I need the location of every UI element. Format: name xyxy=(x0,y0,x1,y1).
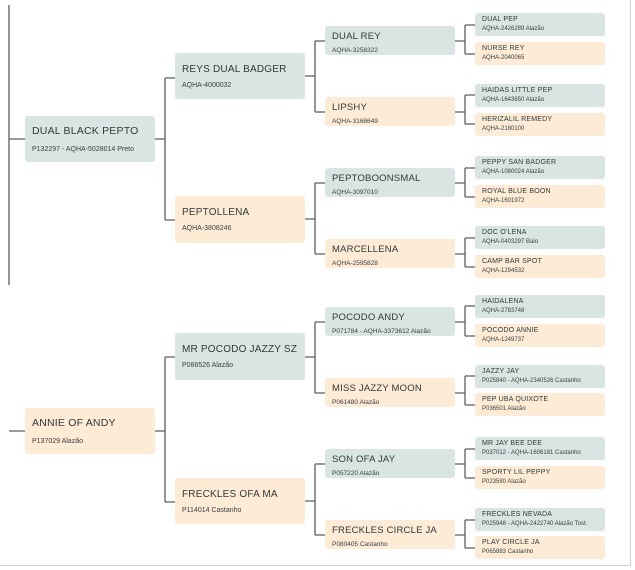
horse-name: SON OFA JAY xyxy=(332,454,396,465)
horse-registration: P114014 Castanho xyxy=(182,507,242,514)
horse-sire-sire[interactable]: REYS DUAL BADGER AQHA-4000032 xyxy=(175,53,305,99)
horse-registration: P037012 - AQHA-1606181 Castanho xyxy=(482,450,581,456)
horse-name: PLAY CIRCLE JA xyxy=(482,539,540,546)
horse-registration: AQHA-1080024 Alazão xyxy=(482,169,545,175)
horse-name: FRECKLES CIRCLE JA xyxy=(332,525,437,536)
horse-ssd[interactable]: LIPSHY AQHA-3168649 xyxy=(325,97,455,126)
horse-name: PEPTOBOONSMAL xyxy=(332,173,421,184)
horse-registration: P132297 - AQHA-5028014 Preto xyxy=(32,146,134,153)
horse-registration: P023580 Alazão xyxy=(482,479,526,485)
horse-registration: AQHA-2426289 Alazão xyxy=(482,26,545,32)
horse-sss[interactable]: DUAL REY AQHA-3258322 xyxy=(325,26,455,55)
horse-registration: AQHA-1249737 xyxy=(482,337,525,343)
horse-name: DUAL BLACK PEPTO xyxy=(32,125,139,137)
horse-sire[interactable]: DUAL BLACK PEPTO P132297 - AQHA-5028014 … xyxy=(25,116,155,162)
horse-name: SPORTY LIL PEPPY xyxy=(482,469,551,476)
horse-registration: P061480 Alazão xyxy=(332,399,380,406)
horse-ddss[interactable]: MR JAY BEE DEE P037012 - AQHA-1606181 Ca… xyxy=(475,437,605,460)
horse-dam-sire[interactable]: MR POCODO JAZZY SZ P086526 Alazão xyxy=(175,333,305,380)
horse-registration: P086526 Alazão xyxy=(182,362,233,369)
horse-registration: AQHA-4000032 xyxy=(182,82,232,89)
horse-dssd[interactable]: POCODO ANNIE AQHA-1249737 xyxy=(475,324,605,347)
horse-name: NURSE REY xyxy=(482,45,525,52)
horse-name: LIPSHY xyxy=(332,102,367,113)
horse-dsd[interactable]: MISS JAZZY MOON P061480 Alazão xyxy=(325,378,455,407)
horse-registration: P071784 - AQHA-3373612 Alazão xyxy=(332,328,431,335)
horse-ssds[interactable]: HAIDAS LITTLE PEP AQHA-1643650 Alazão xyxy=(475,84,605,107)
horse-registration: P057220 Alazão xyxy=(332,470,380,477)
horse-name: ANNIE OF ANDY xyxy=(32,417,116,429)
horse-registration: AQHA-1643650 Alazão xyxy=(482,97,545,103)
horse-name: MARCELLENA xyxy=(332,244,399,255)
horse-registration: P065883 Castanho xyxy=(482,549,534,555)
horse-registration: P025840 - AQHA-2340526 Castanho xyxy=(482,378,581,384)
horse-ssss[interactable]: DUAL PEP AQHA-2426289 Alazão xyxy=(475,13,605,36)
horse-name: DUAL PEP xyxy=(482,16,518,23)
horse-name: HERIZALIL REMEDY xyxy=(482,116,553,123)
horse-name: POCODO ANNIE xyxy=(482,327,539,334)
horse-name: REYS DUAL BADGER xyxy=(182,64,287,75)
horse-registration: P025948 - AQHA-2422740 Alazão Tost. xyxy=(482,521,588,527)
horse-sds[interactable]: PEPTOBOONSMAL AQHA-3097010 xyxy=(325,168,455,197)
horse-ddd[interactable]: FRECKLES CIRCLE JA P080405 Castanho xyxy=(325,520,455,549)
horse-name: ROYAL BLUE BOON xyxy=(482,188,551,195)
pedigree-frame-right xyxy=(630,0,631,566)
pedigree-frame-bottom xyxy=(0,565,631,566)
horse-registration: P080405 Castanho xyxy=(332,541,388,548)
horse-name: PEP UBA QUIXOTE xyxy=(482,396,549,403)
horse-sdss[interactable]: PEPPY SAN BADGER AQHA-1080024 Alazão xyxy=(475,156,605,179)
horse-name: CAMP BAR SPOT xyxy=(482,258,543,265)
horse-name: JAZZY JAY xyxy=(482,368,520,375)
horse-dds[interactable]: SON OFA JAY P057220 Alazão xyxy=(325,449,455,478)
horse-registration: P036501 Alazão xyxy=(482,406,526,412)
horse-registration: AQHA-1601972 xyxy=(482,198,525,204)
horse-registration: AQHA-3168649 xyxy=(332,118,378,125)
horse-registration: AQHA-2180100 xyxy=(482,126,525,132)
horse-sdd[interactable]: MARCELLENA AQHA-2595828 xyxy=(325,239,455,268)
horse-ddds[interactable]: FRECKLES NEVADA P025948 - AQHA-2422740 A… xyxy=(475,508,605,531)
horse-dss[interactable]: POCODO ANDY P071784 - AQHA-3373612 Alazã… xyxy=(325,307,455,336)
horse-registration: AQHA-2595828 xyxy=(332,260,378,267)
horse-registration: AQHA-2783748 xyxy=(482,308,525,314)
horse-name: PEPTOLLENA xyxy=(182,207,250,218)
horse-dsds[interactable]: JAZZY JAY P025840 - AQHA-2340526 Castanh… xyxy=(475,365,605,388)
horse-dam[interactable]: ANNIE OF ANDY P137029 Alazão xyxy=(25,408,155,454)
horse-name: FRECKLES OFA MA xyxy=(182,489,278,500)
horse-registration: P137029 Alazão xyxy=(32,438,83,445)
horse-dam-dam[interactable]: FRECKLES OFA MA P114014 Castanho xyxy=(175,478,305,524)
horse-registration: AQHA-0403297 Baio xyxy=(482,239,539,245)
horse-sdsd[interactable]: ROYAL BLUE BOON AQHA-1601972 xyxy=(475,185,605,208)
horse-name: HAIDAS LITTLE PEP xyxy=(482,87,553,94)
horse-dsss[interactable]: HAIDALENA AQHA-2783748 xyxy=(475,295,605,318)
horse-name: HAIDALENA xyxy=(482,298,524,305)
horse-registration: AQHA-3258322 xyxy=(332,47,378,54)
horse-sdds[interactable]: DOC O'LENA AQHA-0403297 Baio xyxy=(475,226,605,249)
horse-name: FRECKLES NEVADA xyxy=(482,511,553,518)
horse-name: MR POCODO JAZZY SZ xyxy=(182,344,298,355)
horse-name: POCODO ANDY xyxy=(332,312,405,323)
horse-registration: AQHA-3097010 xyxy=(332,189,378,196)
horse-name: DUAL REY xyxy=(332,31,381,42)
horse-ddsd[interactable]: SPORTY LIL PEPPY P023580 Alazão xyxy=(475,466,605,489)
horse-registration: AQHA-2040065 xyxy=(482,55,525,61)
horse-name: PEPPY SAN BADGER xyxy=(482,159,557,166)
horse-dddd[interactable]: PLAY CIRCLE JA P065883 Castanho xyxy=(475,536,605,559)
horse-name: DOC O'LENA xyxy=(482,229,527,236)
horse-dsdd[interactable]: PEP UBA QUIXOTE P036501 Alazão xyxy=(475,393,605,416)
horse-sddd[interactable]: CAMP BAR SPOT AQHA-1294532 xyxy=(475,255,605,278)
horse-registration: AQHA-3808246 xyxy=(182,225,232,232)
horse-ssdd[interactable]: HERIZALIL REMEDY AQHA-2180100 xyxy=(475,113,605,136)
horse-registration: AQHA-1294532 xyxy=(482,268,525,274)
horse-sire-dam[interactable]: PEPTOLLENA AQHA-3808246 xyxy=(175,196,305,243)
horse-sssd[interactable]: NURSE REY AQHA-2040065 xyxy=(475,42,605,65)
horse-name: MISS JAZZY MOON xyxy=(332,383,422,394)
horse-name: MR JAY BEE DEE xyxy=(482,440,543,447)
